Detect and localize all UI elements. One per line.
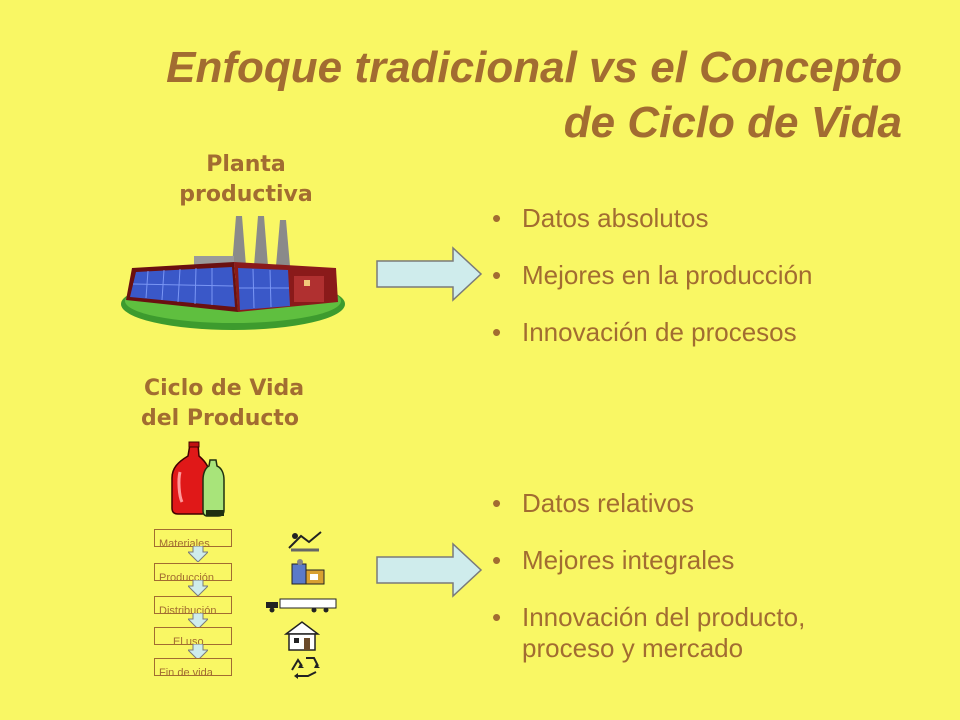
- recycle-icon: [291, 657, 320, 679]
- down-arrow-icon: [188, 613, 208, 629]
- down-arrow-icon: [188, 546, 208, 562]
- plant-heading: Planta productiva: [166, 150, 326, 210]
- lifecycle-bullet-3-line2: proceso y mercado: [522, 633, 744, 663]
- bottles-icon: [171, 441, 225, 517]
- truck-icon: [266, 598, 337, 613]
- plant-heading-line2: productiva: [179, 182, 313, 207]
- down-arrow-icon: [188, 644, 208, 660]
- production-icon: [291, 559, 325, 585]
- lifecycle-heading-line2: del Producto: [141, 406, 300, 431]
- plant-bullet-2: Mejores en la producción: [492, 260, 813, 291]
- lifecycle-bullet-1: Datos relativos: [492, 488, 805, 519]
- arrow-right-icon: [376, 542, 483, 598]
- down-arrow-icon: [188, 580, 208, 596]
- plant-heading-line1: Planta: [206, 152, 286, 177]
- lifecycle-heading-line1: Ciclo de Vida: [144, 376, 305, 401]
- lifecycle-bullet-3: Innovación del producto, proceso y merca…: [492, 602, 805, 664]
- slide-title-line1: Enfoque tradicional vs el Concepto: [166, 43, 902, 92]
- stage-distribucion: Distribución: [154, 596, 232, 614]
- lifecycle-bullet-list: Datos relativos Mejores integrales Innov…: [492, 488, 805, 690]
- stage-uso: El uso: [154, 627, 232, 645]
- factory-icon: [121, 216, 345, 330]
- plant-bullet-3: Innovación de procesos: [492, 317, 813, 348]
- lifecycle-heading: Ciclo de Vida del Producto: [141, 374, 304, 434]
- arrow-right-icon: [376, 246, 483, 302]
- slide-title: Enfoque tradicional vs el Concepto de Ci…: [82, 40, 902, 150]
- plant-bullet-list: Datos absolutos Mejores en la producción…: [492, 203, 813, 374]
- stage-fin-de-vida: Fin de vida: [154, 658, 232, 676]
- plant-bullet-1: Datos absolutos: [492, 203, 813, 234]
- lifecycle-bullet-2: Mejores integrales: [492, 545, 805, 576]
- stage-materiales: Materiales: [154, 529, 232, 547]
- lifecycle-bullet-3-line1: Innovación del producto,: [522, 602, 806, 632]
- slide-title-line2: de Ciclo de Vida: [563, 98, 902, 147]
- house-icon: [284, 621, 320, 651]
- stage-produccion: Producción: [154, 563, 232, 581]
- mining-icon: [288, 531, 322, 552]
